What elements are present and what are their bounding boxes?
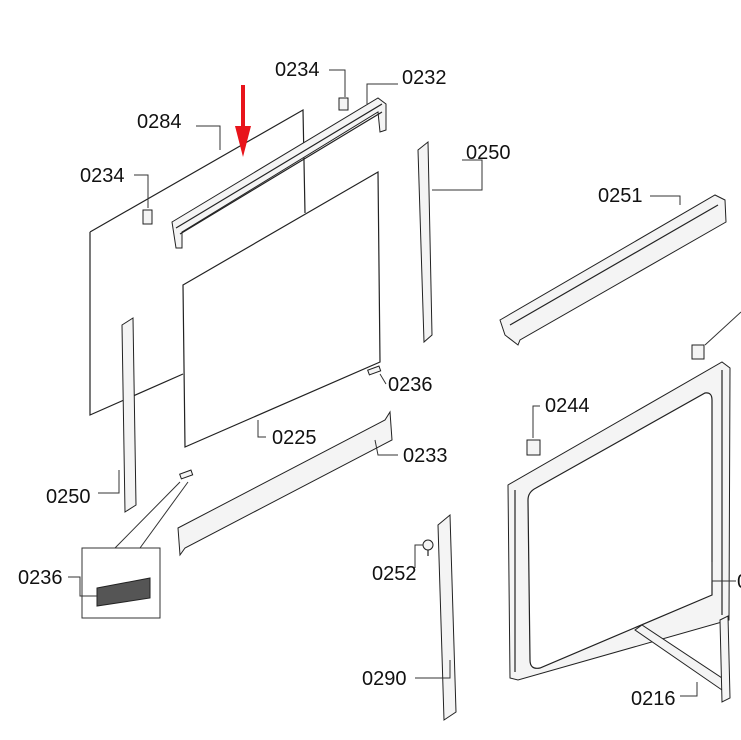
label-0252: 0252: [372, 563, 417, 585]
side-strip-0250-right[interactable]: [417, 140, 433, 344]
label-0290: 0290: [362, 668, 407, 690]
label-0284: 0284: [137, 111, 182, 133]
side-strip-0250-left[interactable]: [121, 317, 137, 513]
label-0232: 0232: [402, 67, 447, 89]
front-glass-0225[interactable]: [182, 170, 381, 448]
label-0250-left: 0250: [46, 486, 91, 508]
label-0236-detail: 0236: [18, 567, 63, 589]
clip-0244[interactable]: [526, 439, 541, 456]
frame-top-rail-0251[interactable]: [499, 194, 727, 346]
door-frame[interactable]: [507, 361, 731, 681]
spacer-detail-box: [81, 481, 189, 619]
spacer-0236-left[interactable]: [179, 469, 194, 480]
label-0250-right: 0250: [466, 142, 511, 164]
label-0234-top: 0234: [275, 59, 320, 81]
clip-0234-top[interactable]: [338, 97, 349, 111]
label-0236-right: 0236: [388, 374, 433, 396]
label-0251: 0251: [598, 185, 643, 207]
bracket-0216[interactable]: [634, 615, 731, 703]
label-0244: 0244: [545, 395, 590, 417]
top-rail-0232[interactable]: [171, 97, 387, 249]
clip-frame-right[interactable]: [691, 344, 705, 360]
label-0216: 0216: [631, 688, 676, 710]
red-arrow-indicator: [235, 85, 251, 157]
clip-0234-left[interactable]: [142, 209, 153, 225]
screw-0252[interactable]: [422, 539, 434, 556]
label-0233: 0233: [403, 445, 448, 467]
bottom-rail-0233[interactable]: [177, 410, 393, 557]
handle-strip-0290[interactable]: [437, 513, 457, 721]
leader-lines: [68, 69, 741, 697]
label-0234-left: 0234: [80, 165, 125, 187]
label-cut-off: 0: [737, 571, 741, 593]
inner-glass-0284[interactable]: [89, 108, 306, 416]
spacer-0236-right[interactable]: [367, 365, 382, 376]
label-0225: 0225: [272, 427, 317, 449]
